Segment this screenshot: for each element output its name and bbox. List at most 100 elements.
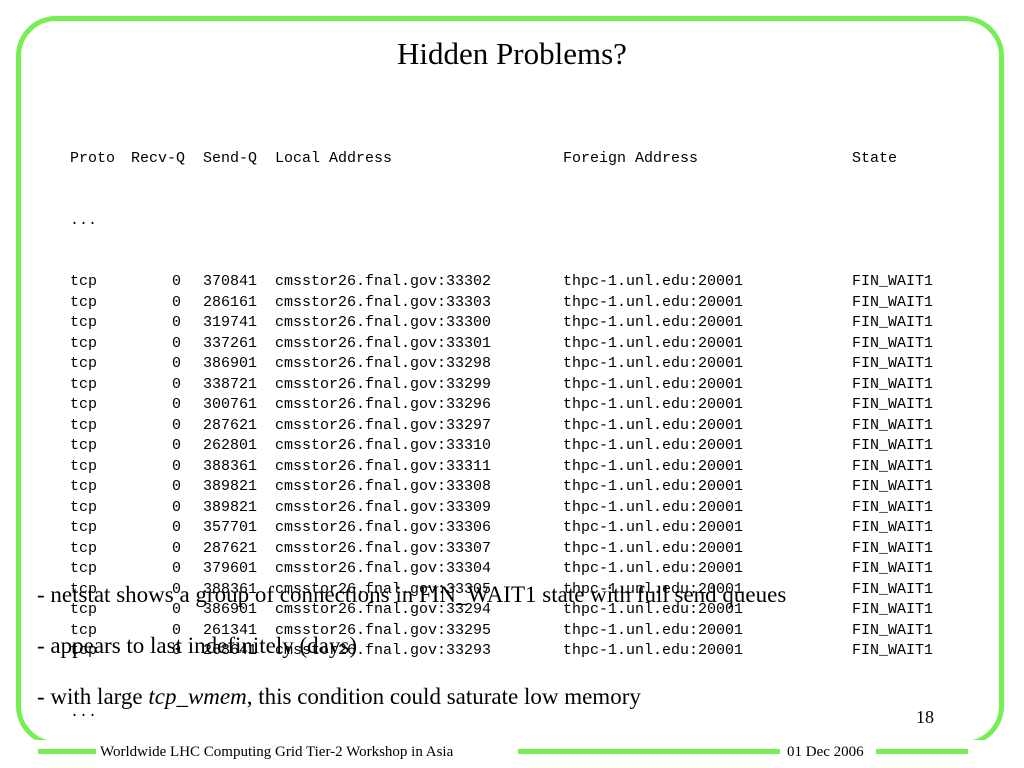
- row-sendq: 286161: [203, 293, 258, 311]
- row-local-address: cmsstor26.fnal.gov:33311: [275, 457, 492, 475]
- row-sendq: 357701: [203, 519, 258, 536]
- page-number: 18: [916, 707, 934, 727]
- row-state: FIN_WAIT1: [852, 437, 934, 454]
- row-proto: tcp: [70, 457, 98, 475]
- row-local-address: cmsstor26.fnal.gov:33302: [275, 273, 492, 290]
- row-proto: tcp: [70, 375, 98, 393]
- row-sendq: 386901: [203, 355, 258, 372]
- row-recvq: 0: [171, 457, 181, 475]
- row-sendq: 386901: [203, 601, 258, 618]
- row-proto: tcp: [70, 580, 98, 598]
- slide-title: Hidden Problems?: [397, 36, 627, 71]
- row-state: FIN_WAIT1: [852, 601, 934, 618]
- row-sendq: 262801: [203, 437, 258, 454]
- row-proto: tcp: [70, 560, 98, 577]
- row-proto: tcp: [70, 601, 98, 618]
- row-recvq: 0: [171, 519, 181, 536]
- row-foreign-address: thpc-1.unl.edu:20001: [563, 396, 744, 413]
- row-sendq: 388361: [203, 580, 258, 598]
- row-state: FIN_WAIT1: [852, 396, 934, 413]
- header-proto: Proto: [70, 150, 116, 167]
- row-proto: tcp: [70, 642, 98, 659]
- row-recvq: 0: [171, 314, 181, 331]
- row-local-address: cmsstor26.fnal.gov:33303: [275, 293, 492, 311]
- row-recvq: 0: [171, 334, 181, 352]
- row-local-address: cmsstor26.fnal.gov:33308: [275, 478, 492, 495]
- row-state: FIN_WAIT1: [852, 273, 934, 290]
- row-local-address: cmsstor26.fnal.gov:33307: [275, 539, 492, 557]
- row-proto: tcp: [70, 437, 98, 454]
- row-sendq: 268641: [203, 642, 258, 659]
- row-recvq: 0: [171, 621, 181, 639]
- row-state: FIN_WAIT1: [852, 498, 934, 516]
- slide-frame: [16, 16, 1004, 746]
- bullet-item: - appears to last indefinitely (days): [37, 633, 357, 658]
- tcp-wmem-term: tcp_wmem: [148, 684, 247, 709]
- row-foreign-address: thpc-1.unl.edu:20001: [563, 560, 744, 577]
- row-foreign-address: thpc-1.unl.edu:20001: [563, 580, 744, 598]
- row-foreign-address: thpc-1.unl.edu:20001: [563, 457, 744, 475]
- row-sendq: 261341: [203, 621, 258, 639]
- row-state: FIN_WAIT1: [852, 457, 934, 475]
- row-proto: tcp: [70, 273, 98, 290]
- row-foreign-address: thpc-1.unl.edu:20001: [563, 539, 744, 557]
- row-recvq: 0: [171, 539, 181, 557]
- header-state: State: [852, 150, 898, 167]
- bullet-item: - netstat shows a group of connections i…: [37, 582, 787, 607]
- row-proto: tcp: [70, 334, 98, 352]
- row-local-address: cmsstor26.fnal.gov:33295: [275, 621, 492, 639]
- footer-date: 01 Dec 2006: [783, 741, 868, 763]
- row-proto: tcp: [70, 621, 98, 639]
- row-sendq: 287621: [203, 416, 258, 434]
- row-local-address: cmsstor26.fnal.gov:33301: [275, 334, 492, 352]
- row-proto: tcp: [70, 539, 98, 557]
- row-local-address: cmsstor26.fnal.gov:33305: [275, 580, 492, 598]
- row-proto: tcp: [70, 293, 98, 311]
- row-foreign-address: thpc-1.unl.edu:20001: [563, 355, 744, 372]
- row-sendq: 389821: [203, 478, 258, 495]
- row-sendq: 338721: [203, 375, 258, 393]
- row-recvq: 0: [171, 601, 181, 618]
- row-sendq: 287621: [203, 539, 258, 557]
- row-proto: tcp: [70, 478, 98, 495]
- row-sendq: 337261: [203, 334, 258, 352]
- row-state: FIN_WAIT1: [852, 580, 934, 598]
- row-local-address: cmsstor26.fnal.gov:33310: [275, 437, 492, 454]
- row-state: FIN_WAIT1: [852, 355, 934, 372]
- row-foreign-address: thpc-1.unl.edu:20001: [563, 273, 744, 290]
- row-local-address: cmsstor26.fnal.gov:33299: [275, 375, 492, 393]
- footer-line-middle: [518, 749, 780, 754]
- row-sendq: 389821: [203, 498, 258, 516]
- row-proto: tcp: [70, 314, 98, 331]
- row-state: FIN_WAIT1: [852, 314, 934, 331]
- row-state: FIN_WAIT1: [852, 334, 934, 352]
- row-sendq: 319741: [203, 314, 258, 331]
- row-foreign-address: thpc-1.unl.edu:20001: [563, 416, 744, 434]
- row-local-address: cmsstor26.fnal.gov:33298: [275, 355, 492, 372]
- bullet-list: - netstat shows a group of connections i…: [37, 580, 786, 733]
- row-recvq: 0: [171, 396, 181, 413]
- row-proto: tcp: [70, 498, 98, 516]
- row-state: FIN_WAIT1: [852, 621, 934, 639]
- row-recvq: 0: [171, 293, 181, 311]
- row-state: FIN_WAIT1: [852, 539, 934, 557]
- row-recvq: 0: [171, 560, 181, 577]
- row-proto: tcp: [70, 519, 98, 536]
- row-proto: tcp: [70, 396, 98, 413]
- row-recvq: 0: [171, 498, 181, 516]
- footer-line-left: [38, 749, 98, 754]
